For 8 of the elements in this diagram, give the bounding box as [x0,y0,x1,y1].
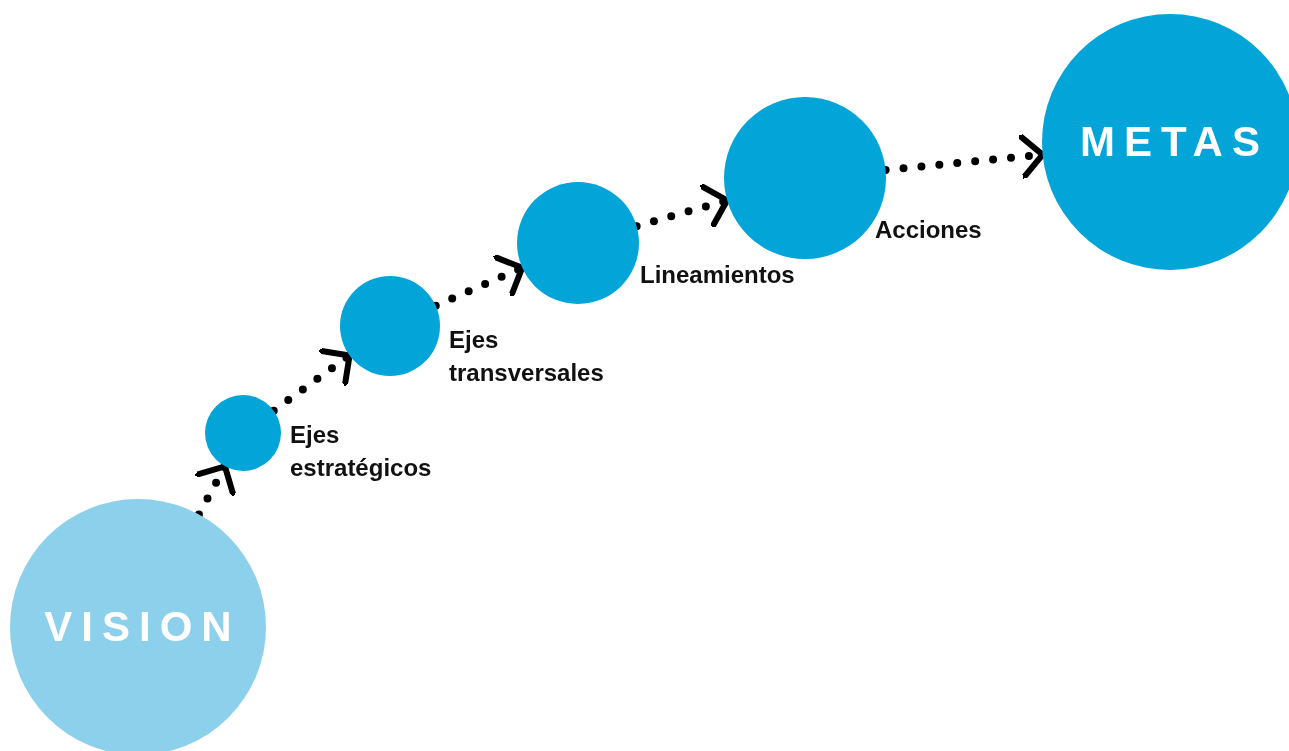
node-caption: Ejes estratégicos [290,420,433,483]
node-caption: Lineamientos [640,260,796,290]
node-label: METAS [1079,118,1269,166]
node-label: VISION [43,603,241,651]
node-caption: Acciones [875,215,983,245]
dotted-arrow [269,348,354,415]
node-caption: Ejes transversales [449,325,605,388]
dotted-arrow [194,462,236,519]
